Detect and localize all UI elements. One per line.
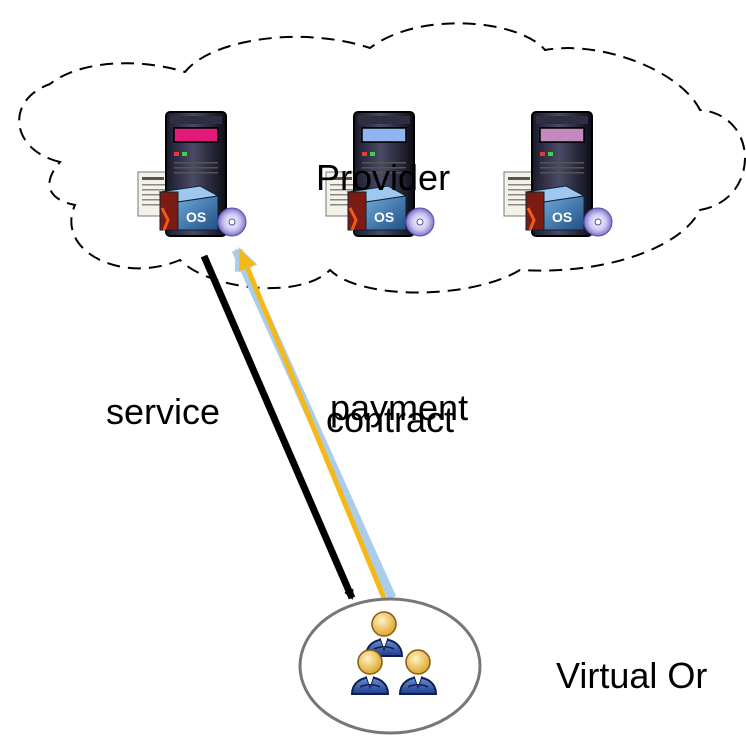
virtual-org-ellipse (298, 597, 482, 735)
contract-label: contract (326, 399, 454, 440)
user-group-icon (351, 611, 437, 695)
virtual-org-label: Virtual Or (556, 655, 707, 696)
service-label: service (106, 391, 220, 432)
service-arrow (200, 254, 356, 600)
server-3 (502, 110, 614, 238)
server-3-accent (539, 127, 585, 143)
provider-label: Provider (316, 157, 450, 198)
payment-arrow (237, 250, 387, 599)
server-2 (324, 110, 436, 238)
server-2-accent (361, 127, 407, 143)
provider-cloud (18, 22, 746, 294)
server-1 (136, 110, 248, 238)
server-1-accent (173, 127, 219, 143)
payment-label: payment (330, 387, 468, 428)
